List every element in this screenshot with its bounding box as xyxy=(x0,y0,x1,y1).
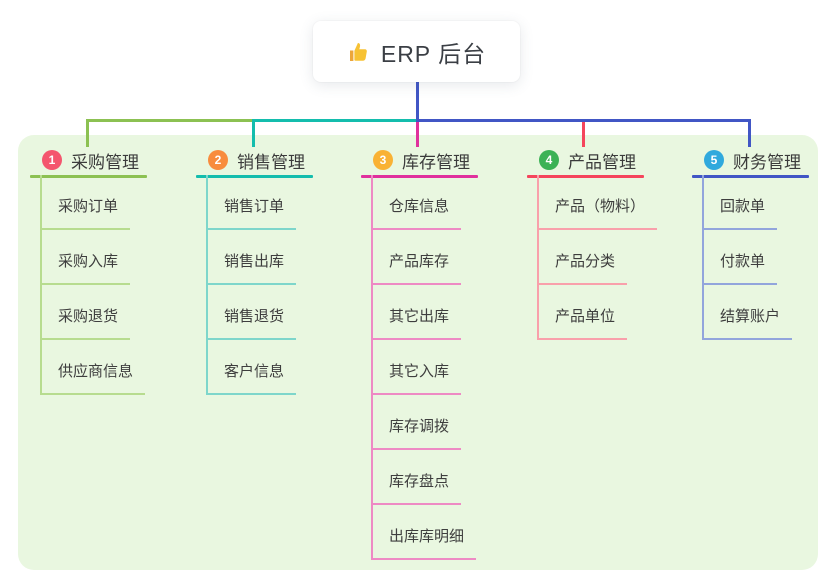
branch-label: 采购管理 xyxy=(71,152,139,172)
item-node[interactable]: 回款单 xyxy=(702,197,778,230)
item-node[interactable]: 客户信息 xyxy=(206,362,297,395)
item-node[interactable]: 采购退货 xyxy=(40,307,131,340)
item-node[interactable]: 仓库信息 xyxy=(371,197,462,230)
branch-number-badge: 5 xyxy=(704,150,724,170)
branch-node-2[interactable]: 2 销售管理 xyxy=(196,147,326,173)
item-node[interactable]: 采购订单 xyxy=(40,197,131,230)
branch-number-badge: 2 xyxy=(208,150,228,170)
connector-horizontal-branch-5 xyxy=(417,119,751,122)
item-node[interactable]: 付款单 xyxy=(702,252,778,285)
branch-label: 库存管理 xyxy=(402,152,470,172)
branch-node-3[interactable]: 3 库存管理 xyxy=(361,147,491,173)
root-title: ERP 后台 xyxy=(380,40,487,67)
branch-subline xyxy=(537,175,539,340)
branch-5: 5 财务管理 回款单 付款单 结算账户 xyxy=(692,147,822,340)
item-node[interactable]: 结算账户 xyxy=(702,307,793,340)
item-node[interactable]: 销售出库 xyxy=(206,252,297,285)
branch-node-4[interactable]: 4 产品管理 xyxy=(527,147,657,173)
branch-underline xyxy=(196,175,313,178)
item-node[interactable]: 采购入库 xyxy=(40,252,131,285)
branch-label: 财务管理 xyxy=(733,152,801,172)
branch-subline xyxy=(702,175,704,340)
branch-node-1[interactable]: 1 采购管理 xyxy=(30,147,160,173)
item-node[interactable]: 库存盘点 xyxy=(371,472,462,505)
branch-subline xyxy=(40,175,42,395)
branch-node-5[interactable]: 5 财务管理 xyxy=(692,147,822,173)
branch-1: 1 采购管理 采购订单 采购入库 采购退货 供应商信息 xyxy=(30,147,160,395)
branch-3: 3 库存管理 仓库信息 产品库存 其它出库 其它入库 库存调拨 库存盘点 出库库… xyxy=(361,147,491,560)
item-node[interactable]: 产品（物料） xyxy=(537,197,658,230)
connector-drop-branch-5 xyxy=(748,119,751,147)
item-node[interactable]: 产品库存 xyxy=(371,252,462,285)
item-node[interactable]: 出库库明细 xyxy=(371,527,477,560)
item-node[interactable]: 供应商信息 xyxy=(40,362,146,395)
branch-underline xyxy=(527,175,644,178)
item-node[interactable]: 库存调拨 xyxy=(371,417,462,450)
item-node[interactable]: 其它入库 xyxy=(371,362,462,395)
branch-subline xyxy=(206,175,208,395)
connector-drop-branch-1 xyxy=(86,119,89,147)
branch-number-badge: 3 xyxy=(373,150,393,170)
branches-panel xyxy=(18,135,818,570)
branch-underline xyxy=(692,175,809,178)
branch-number-badge: 4 xyxy=(539,150,559,170)
item-node[interactable]: 其它出库 xyxy=(371,307,462,340)
connector-drop-branch-2 xyxy=(252,119,255,147)
item-node[interactable]: 销售订单 xyxy=(206,197,297,230)
item-node[interactable]: 产品单位 xyxy=(537,307,628,340)
connector-horizontal-branch-2 xyxy=(252,119,419,122)
branch-number-badge: 1 xyxy=(42,150,62,170)
branch-label: 产品管理 xyxy=(568,152,636,172)
connector-drop-branch-4 xyxy=(582,119,585,147)
branch-underline xyxy=(30,175,147,178)
connector-drop-branch-3 xyxy=(416,119,419,147)
branch-label: 销售管理 xyxy=(237,152,305,172)
root-connector-line xyxy=(416,82,419,122)
branch-subline xyxy=(371,175,373,560)
item-node[interactable]: 产品分类 xyxy=(537,252,628,285)
thumbs-up-icon xyxy=(347,40,371,64)
branch-2: 2 销售管理 销售订单 销售出库 销售退货 客户信息 xyxy=(196,147,326,395)
connector-horizontal-branch-1 xyxy=(86,119,254,122)
branch-underline xyxy=(361,175,478,178)
branch-4: 4 产品管理 产品（物料） 产品分类 产品单位 xyxy=(527,147,658,340)
item-node[interactable]: 销售退货 xyxy=(206,307,297,340)
root-node[interactable]: ERP 后台 xyxy=(313,21,520,82)
